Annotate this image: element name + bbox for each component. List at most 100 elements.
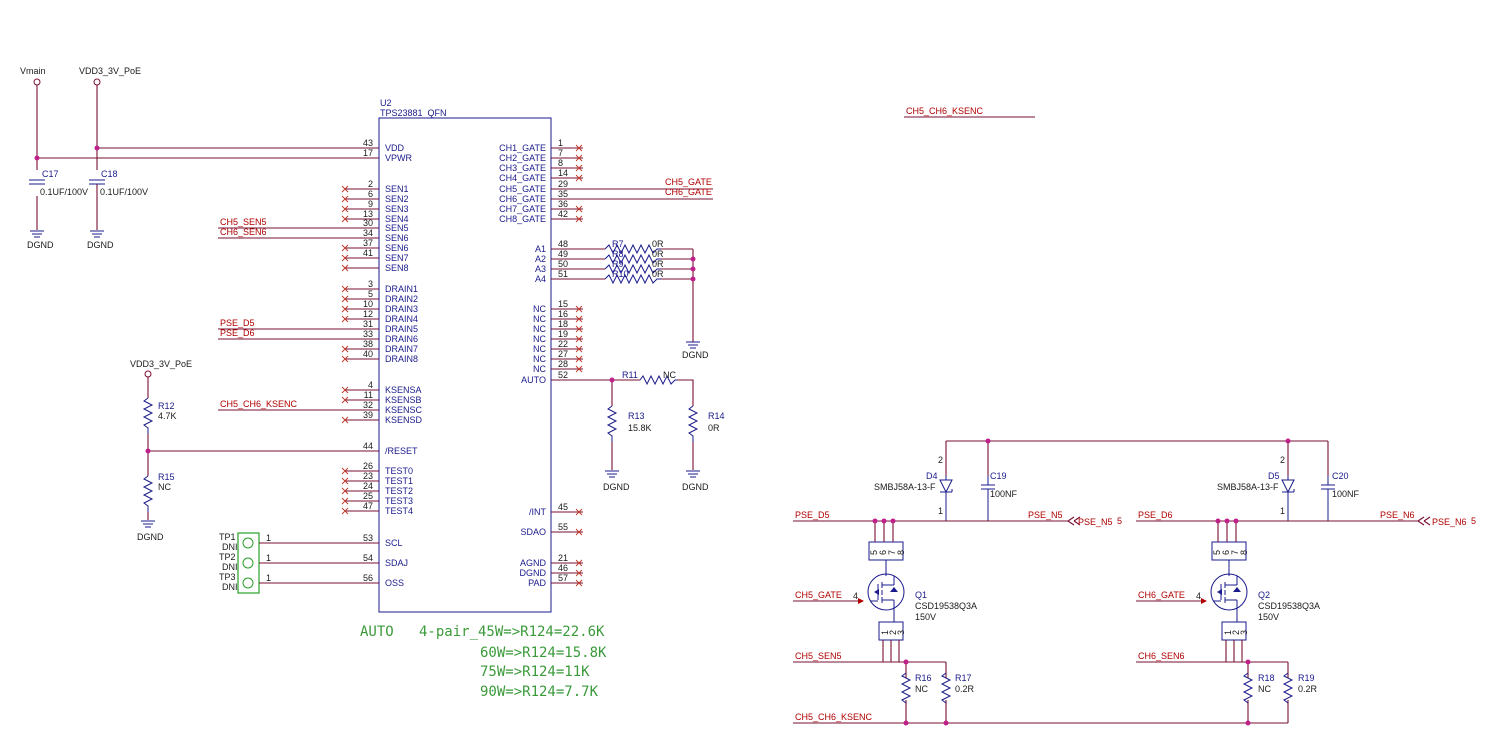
net-pse-d5-stage: PSE_D5: [795, 510, 830, 520]
d5-pin-2: 2: [1280, 455, 1285, 465]
no-connect-mark: [341, 396, 349, 404]
ic-pin-right: NC 22: [533, 339, 583, 354]
resistor-r12: [142, 397, 154, 434]
no-connect-mark: [341, 315, 349, 323]
ic-pin-number: 31: [363, 319, 373, 329]
note-line-4: 90W=>R124=7.7K: [480, 684, 599, 700]
mosfet-pin-number: 3: [896, 630, 906, 635]
ic-pin-name: NC: [533, 344, 546, 354]
r7-ref: R7: [612, 239, 624, 249]
tp2-value: DNI: [222, 562, 238, 572]
ic-pin-number: 11: [364, 390, 373, 400]
tp1-value: DNI: [222, 542, 238, 552]
tp3-value: DNI: [222, 582, 238, 592]
ic-pin-number: 1: [558, 138, 563, 148]
ic-pin-name: DRAIN1: [385, 284, 418, 294]
no-connect-mark: [575, 528, 583, 536]
no-connect-mark: [341, 264, 349, 272]
q2-part: CSD19538Q3A: [1258, 601, 1320, 611]
no-connect-mark: [341, 215, 349, 223]
d4-pin-1: 1: [938, 506, 943, 516]
vdd-poe-label: VDD3_3V_PoE: [79, 66, 141, 76]
note-line-2: 60W=>R124=15.8K: [480, 645, 607, 661]
mosfet-pin-number: 5: [1212, 550, 1222, 555]
ic-pin-number: 38: [363, 339, 373, 349]
ic-pin-number: 27: [558, 349, 568, 359]
c17-value: 0.1UF/100V: [40, 187, 88, 197]
no-connect-mark: [575, 569, 583, 577]
auto-power-note: AUTO 4-pair_45W=>R124=22.6K 60W=>R124=15…: [360, 624, 607, 700]
ic-pin-name: KSENSB: [385, 395, 422, 405]
no-connect-mark: [575, 144, 583, 152]
dgnd-label: DGND: [682, 482, 709, 492]
mosfet-pin-number: 7: [1230, 550, 1240, 555]
ic-pin-name: DRAIN8: [385, 354, 418, 364]
vdd-poe-terminal-2: [144, 370, 152, 378]
q1-part: CSD19538Q3A: [915, 601, 977, 611]
c19-ref: C19: [990, 471, 1007, 481]
resistor-r11: [639, 374, 677, 386]
ic-pin-name: AUTO: [521, 375, 546, 385]
ic-pin-name: SEN4: [385, 214, 409, 224]
ic-pin-name: DRAIN6: [385, 334, 418, 344]
r13-ref: R13: [628, 411, 645, 421]
ic-pin-name: TEST4: [385, 506, 413, 516]
junction: [872, 518, 878, 524]
net-ksenc-stage: CH5_CH6_KSENC: [795, 712, 873, 722]
ic-pin-name: KSENSA: [385, 385, 422, 395]
ic-pin-name: PAD: [528, 578, 546, 588]
tp3-pad: [242, 577, 254, 589]
ic-pin-name: CH1_GATE: [499, 143, 546, 153]
ic-pin-number: 5: [368, 289, 373, 299]
ic-pin-name: A2: [535, 254, 546, 264]
ground-symbol: [30, 230, 104, 238]
ic-pin-name: KSENSD: [385, 415, 423, 425]
no-connect-mark: [575, 305, 583, 313]
ic-pin-number: 7: [558, 148, 563, 158]
c20-value: 100NF: [1332, 489, 1360, 499]
ic-pin-number: 22: [558, 339, 568, 349]
resistor-r14: [687, 405, 699, 442]
ic-pin-name: SEN5: [385, 223, 409, 233]
junction: [903, 720, 909, 726]
ic-pin-number: 40: [363, 349, 373, 359]
net-ch5-sen5: CH5_SEN5: [220, 217, 267, 227]
ic-pin-number: 56: [363, 573, 373, 583]
d4-ref: D4: [926, 471, 938, 481]
ic-pin-name: VPWR: [385, 153, 413, 163]
ic-pin-number: 17: [363, 148, 373, 158]
d5-pin-1: 1: [1280, 506, 1285, 516]
r18-value: NC: [1258, 684, 1271, 694]
ic-pin-number: 46: [558, 563, 568, 573]
ic-pin-number: 36: [558, 199, 568, 209]
address-network: R7 0R R8 0R R9 0R R10 0R DGND: [551, 239, 709, 360]
q1-rating: 150V: [915, 612, 936, 622]
net-ch5-gate-out: CH5_GATE: [665, 177, 712, 187]
mosfet-pin-number: 5: [869, 550, 879, 555]
ic-pin-number: 8: [558, 158, 563, 168]
ic-pin-name: SEN6: [385, 243, 409, 253]
no-connect-mark: [341, 507, 349, 515]
junction: [690, 276, 696, 282]
test-points: TP1 DNI TP2 DNI TP3 DNI 1 1 1: [219, 532, 378, 594]
q1-gate-pin: 4: [853, 591, 858, 601]
no-connect-mark: [341, 285, 349, 293]
vmain-label: Vmain: [20, 66, 46, 76]
ic-pin-name: DRAIN2: [385, 294, 418, 304]
net-pse-n6: PSE_N6: [1380, 510, 1415, 520]
r14-ref: R14: [708, 411, 725, 421]
no-connect-mark: [341, 386, 349, 394]
mosfet-pin-number: 7: [887, 550, 897, 555]
ic-pin-number: 18: [558, 319, 568, 329]
ic-pin-number: 42: [558, 209, 568, 219]
ic-pin-name: DRAIN3: [385, 304, 418, 314]
no-connect-mark: [575, 315, 583, 323]
c19-value: 100NF: [990, 489, 1018, 499]
d4-pin-2: 2: [938, 455, 943, 465]
